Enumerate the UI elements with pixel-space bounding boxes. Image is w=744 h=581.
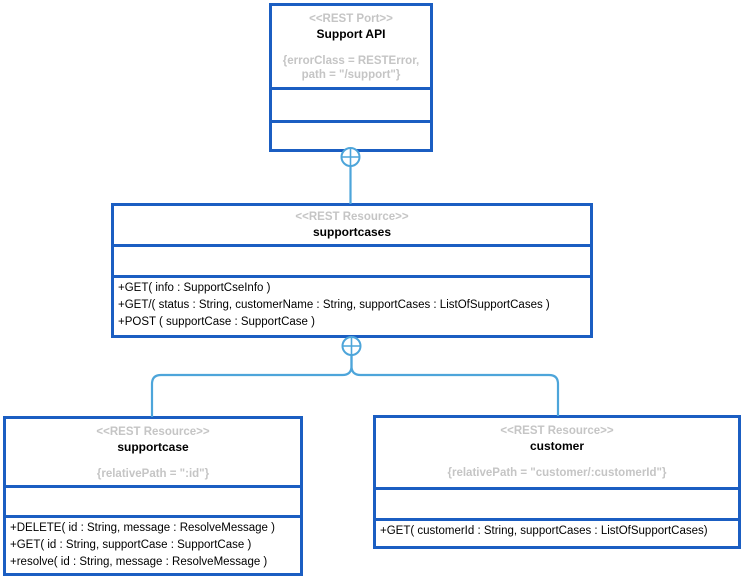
node-name: customer bbox=[529, 439, 585, 453]
title-compartment: <<REST Port>> Support API {errorClass = … bbox=[272, 6, 430, 87]
operation: +GET( id : String, supportCase : Support… bbox=[10, 539, 252, 552]
stereotype-label: <<REST Resource>> bbox=[500, 425, 614, 437]
operation: +GET/( status : String, customerName : S… bbox=[118, 299, 550, 311]
operations-compartment: +GET( info : SupportCseInfo ) +GET/( sta… bbox=[114, 275, 590, 335]
spacer bbox=[376, 454, 738, 466]
attributes-compartment-empty bbox=[114, 244, 590, 275]
operations-compartment: +DELETE( id : String, message : ResolveM… bbox=[6, 515, 300, 573]
attributes-compartment-empty bbox=[376, 487, 738, 518]
title-compartment: <<REST Resource>> supportcases bbox=[114, 206, 590, 244]
stereotype-label: <<REST Port>> bbox=[309, 13, 393, 25]
constraint-line: path = "/support"} bbox=[301, 69, 401, 81]
uml-node-customer[interactable]: <<REST Resource>> customer {relativePath… bbox=[373, 415, 741, 549]
operation: +GET( customerId : String, supportCases … bbox=[380, 525, 708, 537]
title-compartment: <<REST Resource>> supportcase {relativeP… bbox=[6, 419, 300, 485]
attributes-compartment-empty bbox=[6, 484, 300, 516]
operation: +POST ( supportCase : SupportCase ) bbox=[118, 316, 315, 328]
operations-compartment: +GET( customerId : String, supportCases … bbox=[376, 518, 738, 546]
node-name: supportcase bbox=[117, 440, 189, 454]
operation: +DELETE( id : String, message : ResolveM… bbox=[10, 522, 275, 535]
stereotype-label: <<REST Resource>> bbox=[295, 211, 409, 223]
edge-supportcases-children bbox=[150, 336, 560, 417]
constraint-line: {errorClass = RESTError, bbox=[282, 55, 420, 67]
title-compartment: <<REST Resource>> customer {relativePath… bbox=[376, 418, 738, 487]
spacer bbox=[272, 42, 430, 54]
operations-compartment-empty bbox=[272, 120, 430, 149]
edge-to-supportcase bbox=[150, 355, 353, 417]
uml-node-support-api[interactable]: <<REST Port>> Support API {errorClass = … bbox=[269, 3, 433, 152]
uml-node-supportcases[interactable]: <<REST Resource>> supportcases +GET( inf… bbox=[111, 203, 593, 338]
edge-to-customer bbox=[350, 355, 560, 416]
stereotype-label: <<REST Resource>> bbox=[96, 426, 210, 438]
operation: +resolve( id : String, message : Resolve… bbox=[10, 556, 268, 569]
edge-supportapi-supportcases bbox=[340, 147, 361, 204]
constraint-line: {relativePath = ":id"} bbox=[96, 468, 210, 480]
node-name: Support API bbox=[316, 27, 386, 41]
constraint-line: {relativePath = "customer/:customerId"} bbox=[447, 467, 667, 479]
spacer bbox=[6, 455, 300, 467]
containment-plus-icon bbox=[341, 336, 362, 356]
attributes-compartment-empty bbox=[272, 87, 430, 120]
uml-node-supportcase[interactable]: <<REST Resource>> supportcase {relativeP… bbox=[3, 416, 303, 576]
operation: +GET( info : SupportCseInfo ) bbox=[118, 282, 271, 294]
node-name: supportcases bbox=[312, 225, 392, 239]
